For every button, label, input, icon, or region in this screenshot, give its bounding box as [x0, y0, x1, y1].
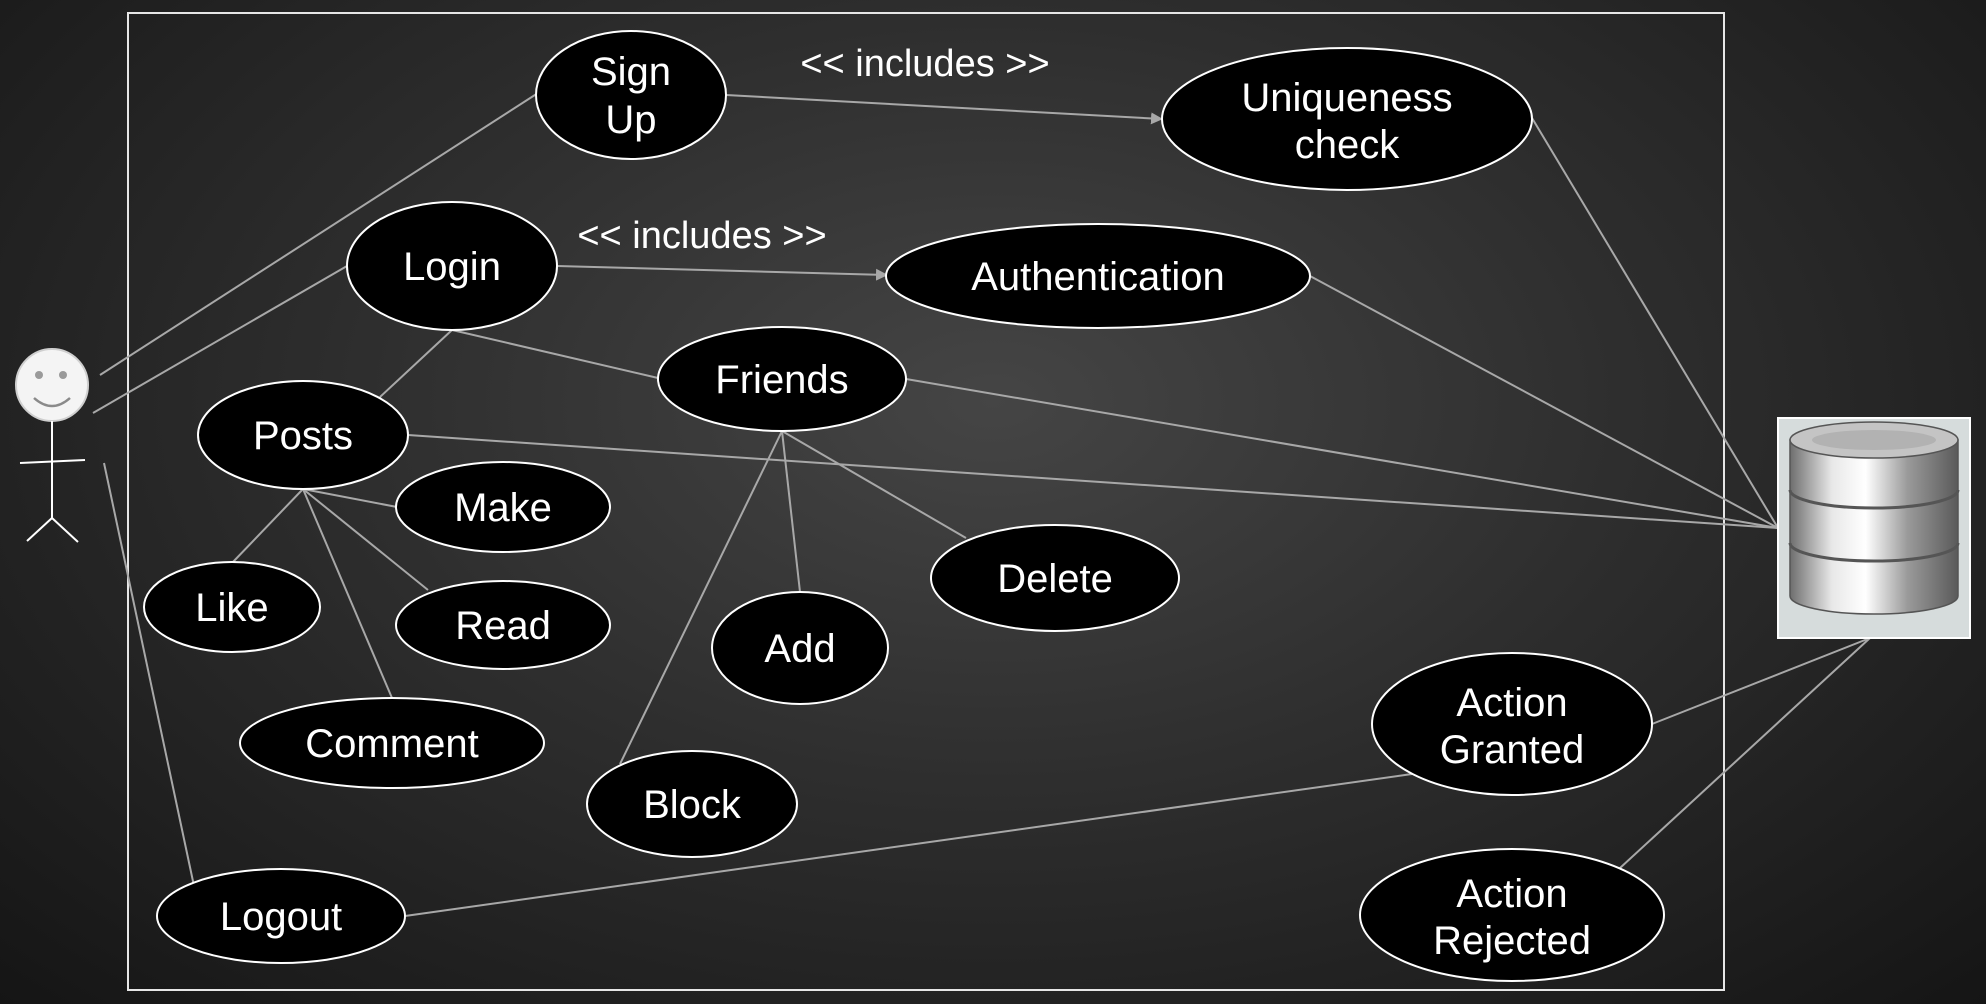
- use-case-authentication[interactable]: Authentication: [885, 223, 1311, 329]
- posts-make-link: [302, 488, 398, 508]
- login-includes-arrow: [556, 265, 888, 281]
- actor-signup-link: [99, 92, 539, 376]
- granted-db-link: [1651, 637, 1871, 725]
- use-case-delete[interactable]: Delete: [930, 524, 1180, 632]
- use-case-read[interactable]: Read: [395, 580, 611, 670]
- database-cylinder-icon: [1777, 417, 1971, 639]
- friends-delete-link: [781, 430, 967, 539]
- actor-user-icon: [15, 348, 89, 543]
- posts-comment-link: [302, 488, 393, 699]
- connectors: [92, 92, 1871, 917]
- use-case-posts[interactable]: Posts: [197, 380, 409, 490]
- use-case-label: Posts: [253, 414, 353, 458]
- use-case-label: Action: [1456, 872, 1567, 916]
- use-case-make[interactable]: Make: [395, 461, 611, 553]
- login-friends-link: [451, 329, 659, 379]
- svg-text:Rejected: Rejected: [1433, 919, 1591, 963]
- svg-text:Action: Action: [1456, 681, 1567, 725]
- use-case-label: Granted: [1440, 728, 1585, 772]
- use-case-label: Rejected: [1433, 919, 1591, 963]
- use-case-block[interactable]: Block: [586, 750, 798, 858]
- svg-text:check: check: [1295, 123, 1400, 167]
- logout-granted-link: [404, 773, 1413, 917]
- signup-includes-arrow: [725, 94, 1163, 125]
- use-case-login[interactable]: Login: [346, 201, 558, 331]
- use-case-label: Authentication: [971, 255, 1225, 299]
- use-case-uniqueness-check[interactable]: Uniqueness check: [1161, 47, 1533, 191]
- use-case-label: Delete: [997, 557, 1113, 601]
- actor-logout-link: [103, 462, 195, 887]
- use-case-action-rejected[interactable]: Action Rejected: [1359, 848, 1665, 982]
- posts-read-link: [302, 488, 429, 591]
- use-case-friends[interactable]: Friends: [657, 326, 907, 432]
- friends-block-link: [619, 430, 783, 765]
- use-case-label: Up: [605, 98, 656, 142]
- login-posts-link: [379, 329, 453, 398]
- system-boundary: [127, 12, 1725, 991]
- use-case-label: Comment: [305, 722, 478, 766]
- friends-db-link: [905, 378, 1779, 529]
- use-case-add[interactable]: Add: [711, 591, 889, 705]
- auth-db-link: [1309, 275, 1779, 529]
- rejected-db-link: [1619, 637, 1871, 869]
- use-case-logout[interactable]: Logout: [156, 868, 406, 964]
- use-case-label: Friends: [715, 358, 848, 402]
- posts-like-link: [231, 488, 304, 564]
- use-case-label: Action: [1456, 681, 1567, 725]
- use-case-label: Add: [764, 627, 835, 671]
- use-case-label: Make: [454, 486, 552, 530]
- signup-includes-label: << includes >>: [800, 43, 1049, 85]
- use-case-like[interactable]: Like: [143, 561, 321, 653]
- use-case-action-granted[interactable]: Action Granted: [1371, 652, 1653, 796]
- use-case-label: Logout: [220, 895, 342, 939]
- use-case-label: check: [1295, 123, 1400, 167]
- svg-text:Up: Up: [605, 98, 656, 142]
- friends-add-link: [781, 430, 801, 593]
- svg-text:Sign: Sign: [591, 50, 671, 94]
- use-case-label: Block: [643, 783, 742, 827]
- use-case-label: Read: [455, 604, 551, 648]
- actor-login-link: [92, 265, 348, 414]
- use-case-label: Login: [403, 245, 501, 289]
- use-case-label: Sign: [591, 50, 671, 94]
- uniqueness-db-link: [1531, 117, 1779, 529]
- svg-text:Uniqueness: Uniqueness: [1241, 76, 1452, 120]
- login-includes-label: << includes >>: [577, 215, 826, 257]
- svg-text:Action: Action: [1456, 872, 1567, 916]
- svg-text:Granted: Granted: [1440, 728, 1585, 772]
- use-case-comment[interactable]: Comment: [239, 697, 545, 789]
- use-case-label: Like: [195, 586, 268, 630]
- use-case-label: Uniqueness: [1241, 76, 1452, 120]
- posts-db-link: [407, 434, 1779, 529]
- use-case-sign-up[interactable]: Sign Up: [535, 30, 727, 160]
